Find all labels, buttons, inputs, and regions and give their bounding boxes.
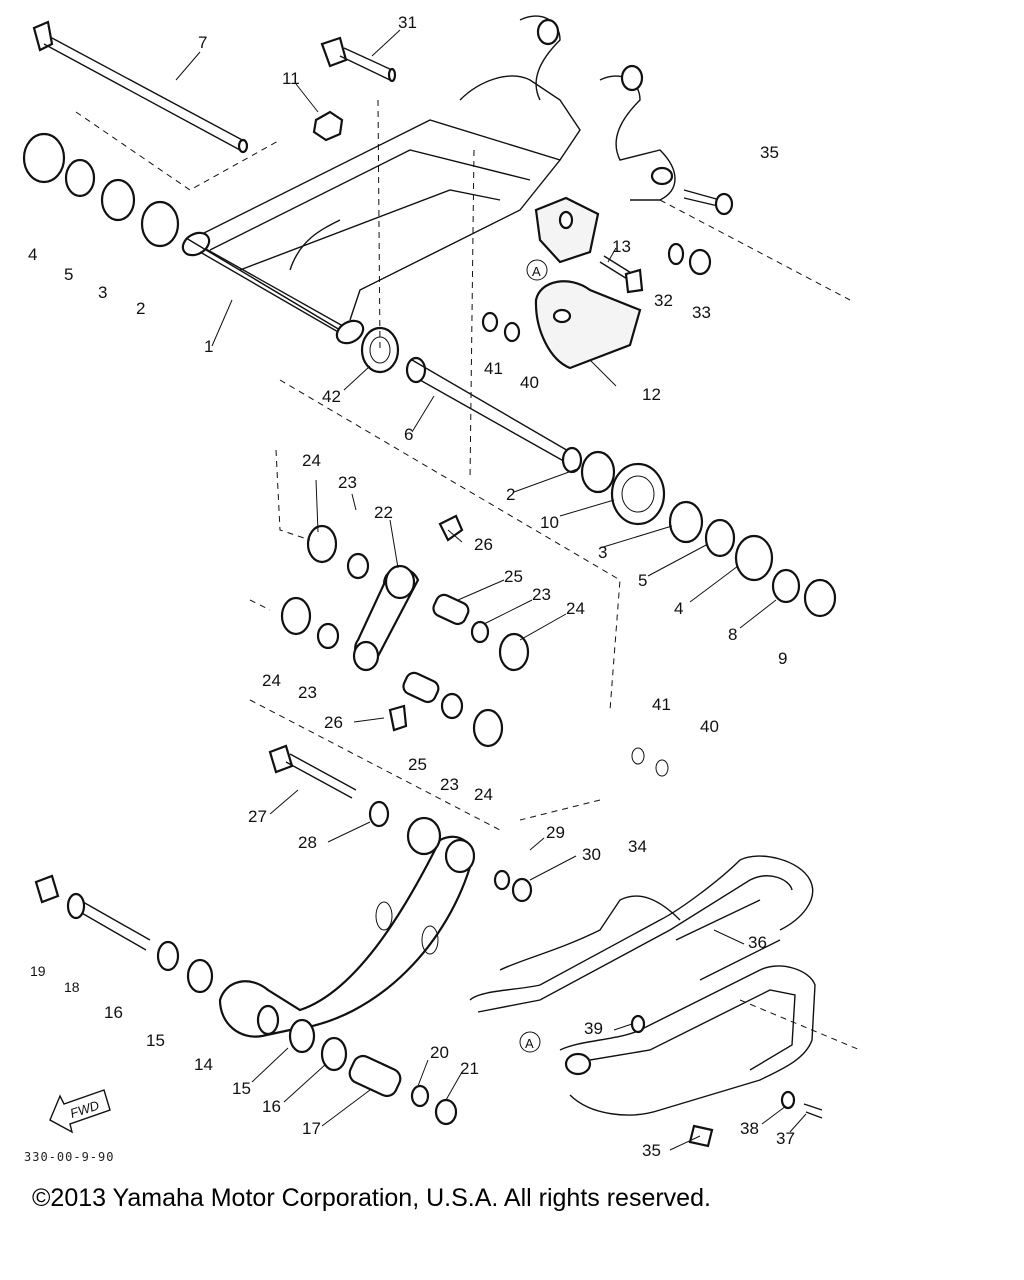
callout-14: 14 — [194, 1055, 213, 1074]
callout-3-right: 3 — [598, 543, 607, 562]
part-35-bolt-top — [683, 189, 734, 216]
callout-a-bottom: A — [525, 1036, 534, 1051]
callout-18: 18 — [64, 979, 80, 995]
reference-marker-a — [519, 259, 548, 1053]
callout-24-mid: 24 — [566, 599, 585, 618]
exploded-parts-diagram: FWD — [22, 13, 861, 1160]
callout-37: 37 — [776, 1129, 795, 1148]
callout-5-right: 5 — [638, 571, 647, 590]
callout-21: 21 — [460, 1059, 479, 1078]
callout-22: 22 — [374, 503, 393, 522]
callout-26-top: 26 — [474, 535, 493, 554]
callout-23-mid: 23 — [532, 585, 551, 604]
links-bushings — [280, 524, 530, 748]
callout-4: 4 — [28, 245, 37, 264]
callout-25-top: 25 — [504, 567, 523, 586]
callout-10: 10 — [540, 513, 559, 532]
callout-1: 1 — [204, 337, 213, 356]
callout-27: 27 — [248, 807, 267, 826]
callout-34: 34 — [628, 837, 647, 856]
part-36-tube-frame — [469, 855, 816, 1148]
callout-2-right: 2 — [506, 485, 515, 504]
part-12-bracket — [534, 280, 642, 370]
part-bracket-upper — [534, 196, 600, 264]
callout-16-left: 16 — [104, 1003, 123, 1022]
callout-a-top: A — [532, 264, 541, 279]
callout-42: 42 — [322, 387, 341, 406]
copyright-notice: ©2013 Yamaha Motor Corporation, U.S.A. A… — [32, 1184, 711, 1212]
lower-arm-hardware — [34, 869, 533, 1126]
callout-13: 13 — [612, 237, 631, 256]
part-40-41-nut-washer — [481, 311, 669, 777]
callout-15: 15 — [232, 1079, 251, 1098]
part-13-bolt — [599, 255, 644, 294]
callout-numbers: 7 31 11 35 4 5 3 2 1 13 32 33 41 40 12 4… — [28, 13, 795, 1160]
callout-6: 6 — [404, 425, 413, 444]
callout-36: 36 — [748, 933, 767, 952]
part-6-pivot-shaft — [405, 356, 583, 474]
callout-19: 19 — [30, 963, 46, 979]
drawing-code: 330-00-9-90 — [24, 1150, 115, 1164]
callout-9: 9 — [778, 649, 787, 668]
callout-41: 41 — [484, 359, 503, 378]
callout-4-right: 4 — [674, 599, 683, 618]
callout-24-bottom: 24 — [474, 785, 493, 804]
callout-2: 2 — [136, 299, 145, 318]
part-1-swingarm — [181, 15, 676, 345]
alignment-lines — [75, 99, 861, 1051]
callout-30: 30 — [582, 845, 601, 864]
part-31-bolt — [320, 36, 397, 83]
callout-16: 16 — [262, 1097, 281, 1116]
callout-35-bottom: 35 — [642, 1141, 661, 1160]
callout-35: 35 — [760, 143, 779, 162]
callout-23-bottom: 23 — [440, 775, 459, 794]
part-42-seal — [360, 326, 400, 374]
part-32-33-washer-nut — [667, 242, 712, 276]
callout-26-bottom: 26 — [324, 713, 343, 732]
callout-32: 32 — [654, 291, 673, 310]
callout-40-right: 40 — [700, 717, 719, 736]
callout-38: 38 — [740, 1119, 759, 1138]
callout-5: 5 — [64, 265, 73, 284]
part-37-38-nut-washer — [780, 1090, 823, 1119]
callout-41-right: 41 — [652, 695, 671, 714]
callout-7: 7 — [198, 33, 207, 52]
callout-23-left: 23 — [298, 683, 317, 702]
part-26-grease-nipples — [388, 514, 464, 732]
bushing-stack-left — [22, 132, 180, 248]
callout-31: 31 — [398, 13, 417, 32]
callout-12: 12 — [642, 385, 661, 404]
callout-3: 3 — [98, 283, 107, 302]
bushing-stack-right — [580, 450, 837, 618]
callout-11: 11 — [282, 69, 300, 88]
part-22-link — [352, 564, 420, 672]
callout-23-top: 23 — [338, 473, 357, 492]
part-7-long-bolt — [32, 20, 249, 154]
callout-8: 8 — [728, 625, 737, 644]
callout-29: 29 — [546, 823, 565, 842]
callout-20: 20 — [430, 1043, 449, 1062]
part-11-nut — [312, 110, 344, 142]
fwd-arrow: FWD — [49, 1089, 111, 1134]
callout-24-top: 24 — [302, 451, 321, 470]
callout-17: 17 — [302, 1119, 321, 1138]
callout-15-left: 15 — [146, 1031, 165, 1050]
callout-24-left: 24 — [262, 671, 281, 690]
leader-lines — [175, 29, 807, 1151]
part-14-lower-arm — [218, 816, 476, 1038]
callout-25-bottom: 25 — [408, 755, 427, 774]
part-27-bolt — [268, 744, 390, 828]
callout-28: 28 — [298, 833, 317, 852]
callout-40: 40 — [520, 373, 539, 392]
callout-39: 39 — [584, 1019, 603, 1038]
callout-33: 33 — [692, 303, 711, 322]
